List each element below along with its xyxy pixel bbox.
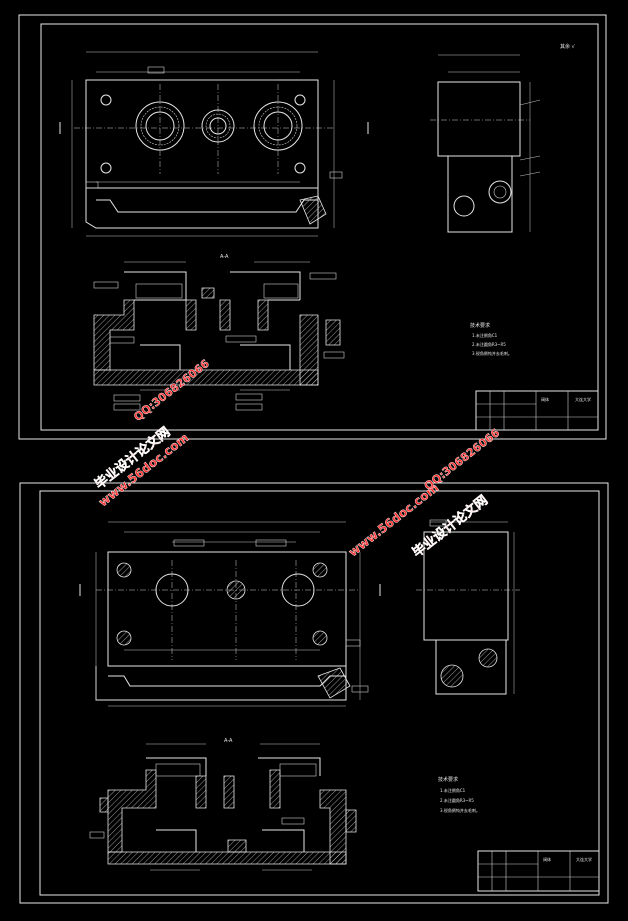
bottom-tech-line: 2.未注圆角R3~R5 — [440, 797, 474, 803]
watermarks: www.56doc.com 毕业设计论文网 QQ:306826066 www.5… — [92, 357, 503, 562]
top-front-view — [59, 51, 369, 237]
bottom-front-view — [79, 521, 381, 707]
bottom-tech-title: 技术要求 — [438, 776, 458, 783]
top-title-block: 阀体 大连大学 — [475, 390, 599, 431]
top-tech-line: 1.未注倒角C1 — [472, 332, 498, 338]
top-roughness-mark: 其余 √ — [560, 43, 576, 50]
top-tech-line: 2.未注圆角R3~R5 — [472, 341, 506, 347]
top-tech-title: 技术要求 — [470, 322, 490, 329]
top-side-view — [430, 54, 541, 233]
top-part-name: 阀体 — [541, 396, 549, 402]
bottom-school-name: 大连大学 — [576, 856, 592, 862]
bottom-sheet-outer-border — [19, 482, 609, 904]
top-section-view — [93, 261, 345, 411]
bottom-title-block: 阀体 大连大学 — [477, 850, 600, 892]
bottom-drawing-sheet: A-A 技术要求 1.未注倒角C1 2.未注圆角R3~R5 3.锐角倒钝并去毛刺… — [19, 482, 609, 904]
top-school-name: 大连大学 — [575, 396, 591, 402]
bottom-tech-line: 3.锐角倒钝并去毛刺。 — [440, 807, 480, 813]
top-sheet-inner-frame — [40, 23, 599, 431]
top-tech-requirements: 技术要求 1.未注倒角C1 2.未注圆角R3~R5 3.锐角倒钝并去毛刺。 — [470, 322, 512, 356]
bottom-tech-requirements: 技术要求 1.未注倒角C1 2.未注圆角R3~R5 3.锐角倒钝并去毛刺。 — [438, 776, 480, 813]
top-tech-line: 3.锐角倒钝并去毛刺。 — [472, 350, 512, 356]
top-sheet-outer-border — [18, 14, 607, 440]
bottom-side-view — [416, 519, 520, 695]
bottom-sheet-inner-frame — [39, 490, 600, 896]
watermark-qq: QQ:306826066 — [131, 357, 212, 424]
bottom-tech-line: 1.未注倒角C1 — [440, 787, 466, 793]
top-section-label: A-A — [220, 254, 229, 260]
bottom-section-view — [89, 743, 357, 871]
top-drawing-sheet: A-A 其余 √ 技术要求 1.未注倒角C1 2.未注圆角R3~R5 3.锐角倒… — [18, 14, 607, 440]
bottom-part-name: 阀体 — [543, 856, 551, 862]
bottom-section-label: A-A — [224, 738, 233, 744]
